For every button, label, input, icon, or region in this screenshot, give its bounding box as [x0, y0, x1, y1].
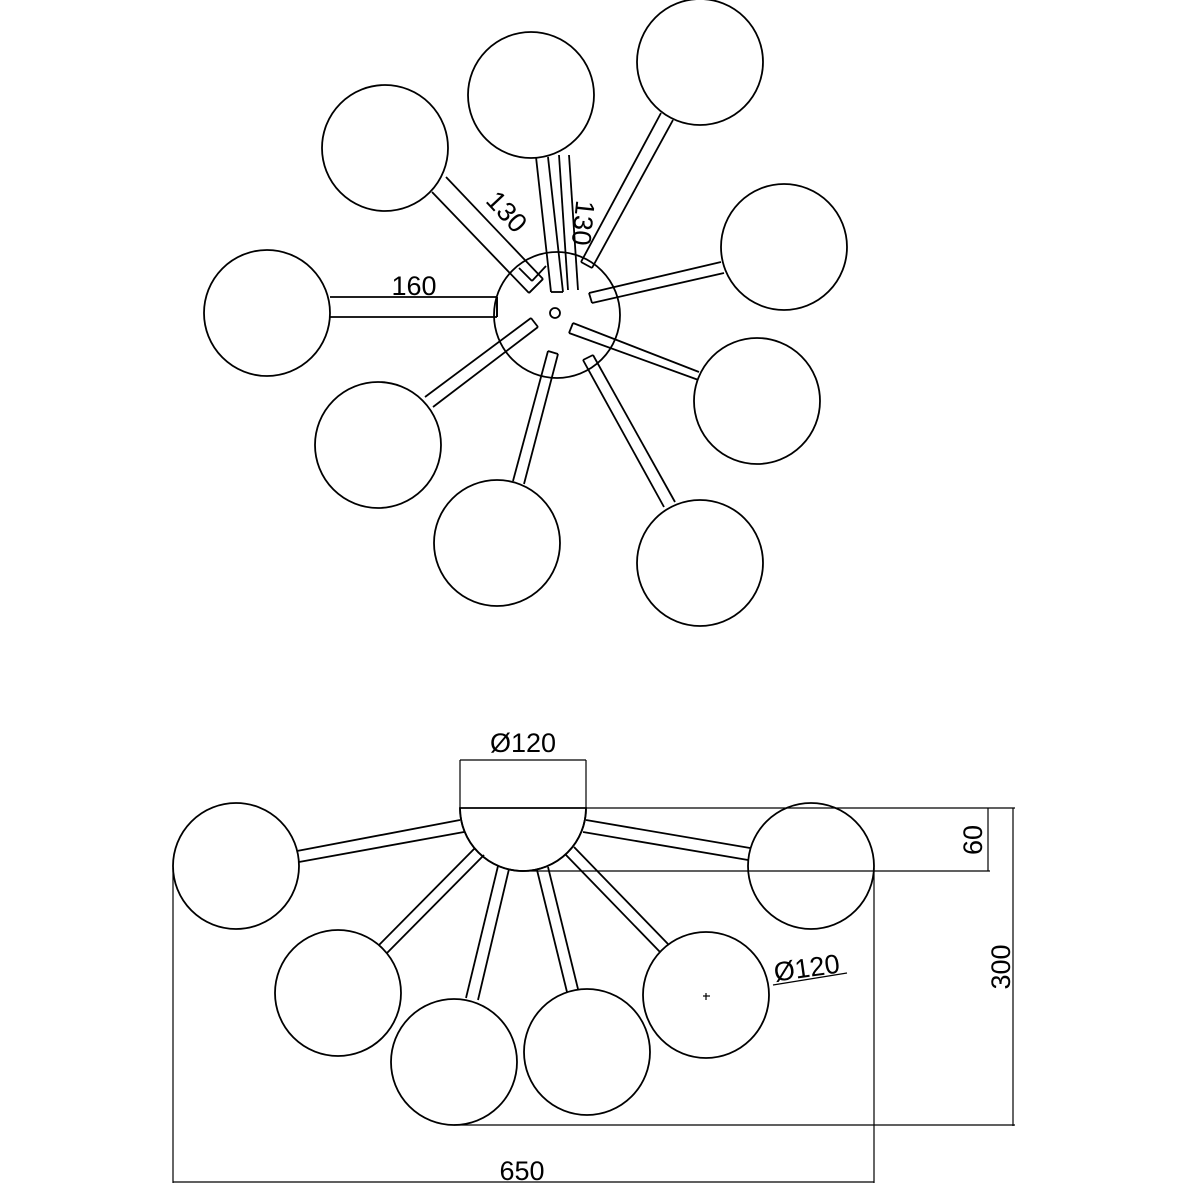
globe-center-mark: [703, 993, 710, 1000]
top-view-hub-center: [549, 307, 561, 319]
top-globe-lower-left: [314, 381, 442, 509]
side-globe-right: [747, 802, 875, 930]
top-globe-upper-left: [321, 84, 449, 212]
side-view: Ø120 60 300 Ø120 650: [172, 728, 1016, 1186]
side-globe-lower-left: [274, 929, 402, 1057]
dim-total-height-lines: [454, 808, 1015, 1126]
dim-total-width: 650: [499, 1156, 544, 1186]
top-view-hub: [493, 251, 621, 379]
side-globe-left: [172, 802, 300, 930]
top-view-globes: [203, 0, 848, 627]
dim-top-rod-diag: 130: [480, 185, 533, 238]
dim-globe-diameter: Ø120: [772, 949, 842, 988]
dim-canopy-diameter: Ø120: [490, 728, 556, 758]
top-view: 160 130 130: [203, 0, 848, 627]
side-view-arms: [296, 819, 751, 1001]
dim-canopy-diameter-lines: [459, 759, 587, 808]
dim-total-height: 300: [986, 944, 1016, 989]
top-globe-top: [467, 31, 595, 159]
top-view-arm-stubs: [496, 265, 547, 317]
top-globe-bottom-right: [636, 499, 764, 627]
top-globe-left: [203, 249, 331, 377]
dim-canopy-height-lines: [520, 807, 1015, 872]
top-view-arms: [330, 112, 725, 508]
top-globe-right: [720, 183, 848, 311]
side-view-globes: [172, 802, 875, 1126]
top-globe-upper-right: [636, 0, 764, 126]
dim-top-rod-up: 130: [566, 199, 601, 247]
top-globe-lower-right: [693, 337, 821, 465]
dim-top-rod-left: 160: [391, 271, 436, 301]
side-globe-bottom-1: [390, 998, 518, 1126]
side-globe-bottom-2: [523, 988, 651, 1116]
dim-total-width-lines: [172, 868, 875, 1183]
dim-canopy-height: 60: [958, 825, 988, 855]
side-view-canopy: [459, 807, 587, 872]
top-globe-bottom: [433, 479, 561, 607]
dim-globe-diameter-leader: [772, 972, 848, 986]
